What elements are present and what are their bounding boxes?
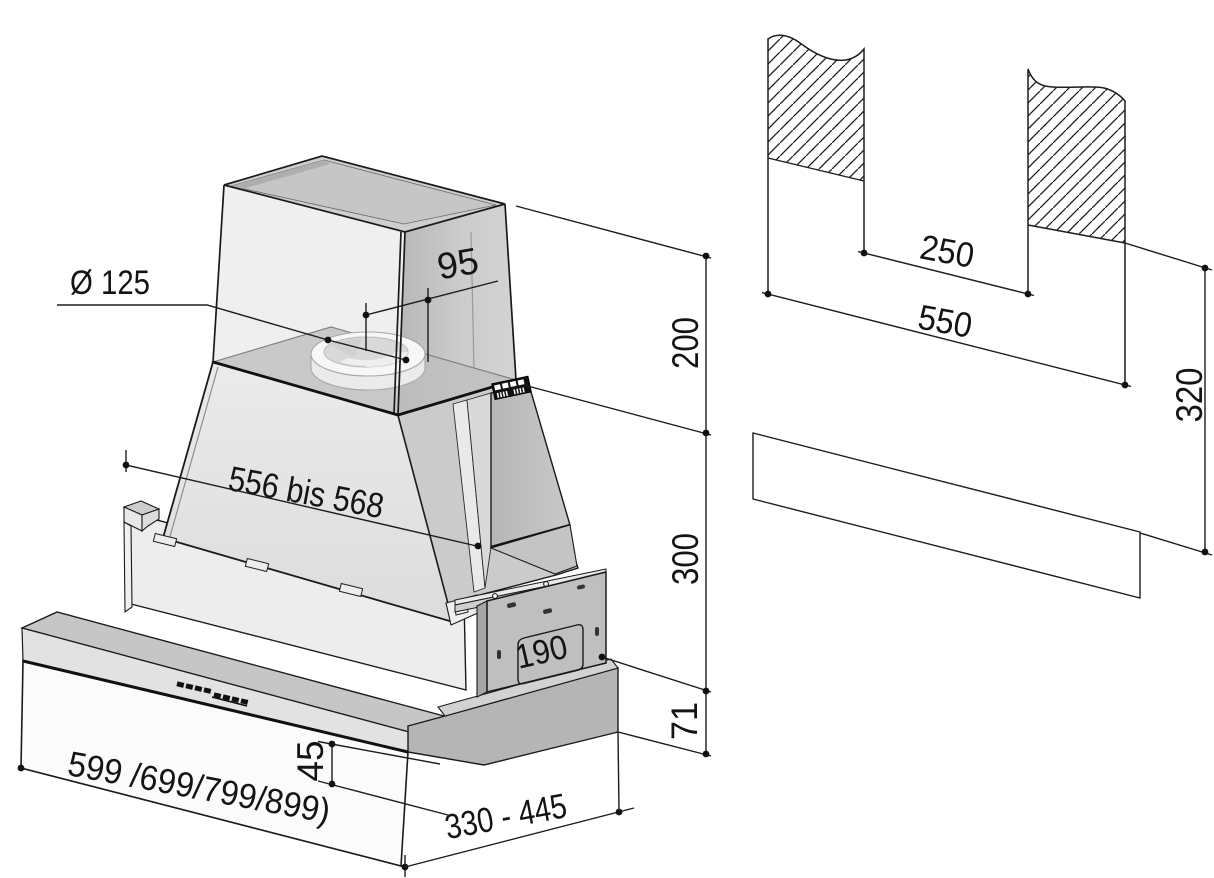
svg-text:45: 45 <box>290 740 331 781</box>
svg-text:300: 300 <box>665 533 706 585</box>
svg-text:Ø 125: Ø 125 <box>70 264 150 302</box>
svg-text:95: 95 <box>434 240 482 288</box>
svg-text:250: 250 <box>917 228 977 276</box>
svg-text:550: 550 <box>915 298 975 346</box>
svg-text:71: 71 <box>664 702 705 740</box>
svg-text:320: 320 <box>1169 368 1210 423</box>
svg-text:200: 200 <box>665 317 706 369</box>
